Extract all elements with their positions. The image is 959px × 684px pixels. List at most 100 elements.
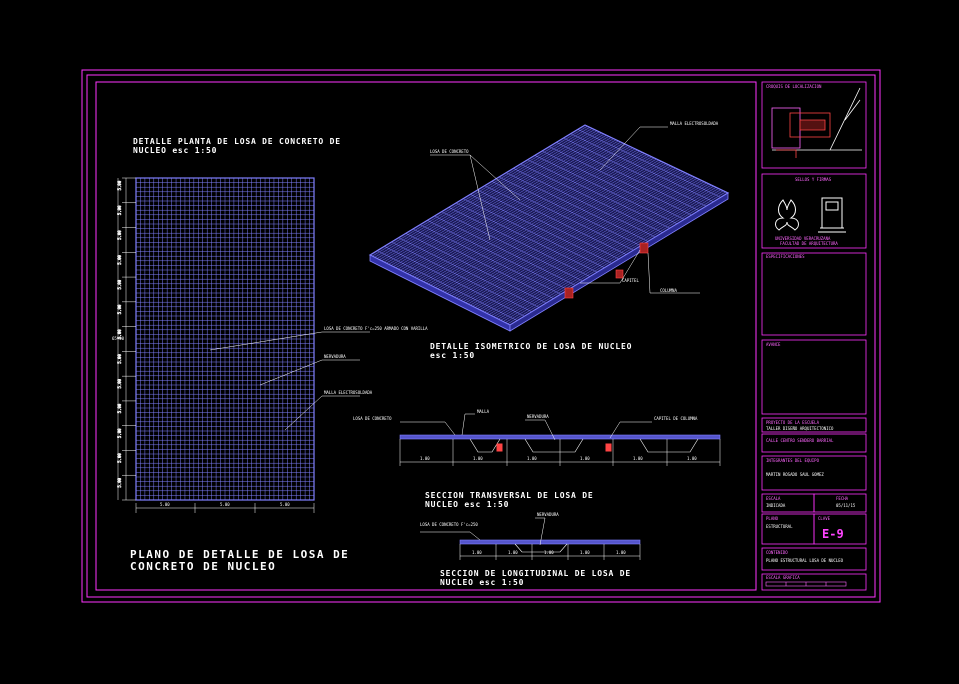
iso-title-line1: DETALLE ISOMETRICO DE LOSA DE NUCLEO — [430, 342, 632, 351]
iso-rebar-line — [520, 163, 663, 233]
trans-callout-4: CAPITEL DE COLUMNA — [654, 416, 698, 421]
iso-rebar-line — [412, 228, 554, 299]
plan-callout-1: LOSA DE CONCRETO F'c=250 ARMADO CON VARI… — [324, 326, 428, 331]
trans-dim-1: 1.00 — [420, 456, 430, 461]
trans-dim-2: 1.00 — [473, 456, 483, 461]
trans-dimension — [399, 439, 721, 466]
date-label: FECHA — [836, 496, 849, 501]
trans-ribs — [469, 438, 699, 453]
content-value: PLANO ESTRUCTURAL LOSA DE NUCLEO — [766, 558, 844, 563]
trans-callout-leaders — [400, 413, 652, 441]
notes-header: ESPECIFICACIONES — [766, 254, 805, 259]
trans-slab — [399, 434, 721, 440]
graphic-scale-label: ESCALA GRAFICA — [766, 575, 800, 580]
university-line2: FACULTAD DE ARQUITECTURA — [780, 241, 838, 246]
plan-dim-left-label: 5.00 — [117, 453, 122, 463]
location-sketch — [771, 87, 862, 158]
iso-rebar-line — [398, 237, 540, 308]
plan-dim-left-label: 5.00 — [117, 180, 122, 190]
iso-rebar-line — [427, 220, 569, 291]
iso-rebar-line — [541, 150, 685, 220]
iso-rebar-line — [377, 250, 518, 321]
iso-callout-2: MALLA ELECTROSOLDADA — [670, 121, 719, 126]
plan-dim-left-label: 5.00 — [117, 230, 122, 240]
long-dim-5: 1.00 — [616, 550, 626, 555]
long-dim-1: 1.00 — [472, 550, 482, 555]
iso-rebar-line — [491, 181, 634, 251]
iso-rebar-line — [484, 185, 627, 255]
iso-rebar-line — [441, 211, 583, 282]
iso-callout-4: COLUMNA — [660, 288, 677, 293]
iso-rebar-line — [455, 202, 598, 273]
faculty-logo — [818, 197, 846, 233]
university-line1: UNIVERSIDAD VERACRUZANA — [775, 236, 831, 241]
plan-dim-left-label: 5.00 — [117, 354, 122, 364]
sheet-label: CLAVE — [818, 516, 831, 521]
long-slab — [459, 539, 641, 545]
plan-dimension-left: 5.00 5.00 5.00 5.00 5.00 5.00 5.00 5.00 5.00 5.00… — [117, 177, 136, 501]
plan-dim-left-label: 5.00 — [117, 403, 122, 413]
long-callout-1: LOSA DE CONCRETO F'c=250 — [420, 522, 478, 527]
iso-rebar-line — [463, 198, 605, 269]
plan-dim-bottom-2: 5.00 — [220, 502, 230, 507]
iso-rebar-line — [405, 233, 547, 304]
plan-dim-bottom-1: 5.00 — [160, 502, 170, 507]
iso-callout-3: CAPITEL — [622, 278, 639, 283]
iso-rebar-line — [434, 215, 576, 286]
sheet-border — [81, 69, 881, 603]
long-callout-2: NERVADURA — [537, 512, 559, 517]
plan-rebar-grid — [136, 178, 314, 500]
iso-callout-1: LOSA DE CONCRETO — [430, 149, 469, 154]
plan-dim-left-label: 5.00 — [117, 329, 122, 339]
fleur-de-lis-logo — [775, 199, 799, 231]
plan-total-dim: 65.00 — [112, 336, 125, 341]
title-block-frames — [761, 81, 867, 591]
plan-title-line2: NUCLEO esc 1:50 — [133, 146, 217, 155]
sheet-number: E-9 — [822, 527, 844, 541]
iso-rebar-line — [448, 207, 591, 277]
trans-callout-1: LOSA DE CONCRETO — [353, 416, 392, 421]
revisions-header: AVANCE — [766, 342, 781, 347]
plan-dim-left-label: 5.00 — [117, 279, 122, 289]
iso-rebar-line — [577, 129, 721, 198]
iso-rebar-line — [570, 133, 714, 203]
drawing-type-value: ESTRUCTURAL — [766, 524, 793, 529]
iso-rebar-line — [470, 194, 612, 264]
trans-dim-6: 1.00 — [687, 456, 697, 461]
trans-dim-5: 1.00 — [633, 456, 643, 461]
plan-dim-left-label: 5.00 — [117, 477, 122, 487]
graphic-scale-bar — [765, 581, 847, 587]
transverse-section: 1.00 1.00 1.00 1.00 1.00 1.00 LOSA DE CO… — [353, 409, 721, 509]
site-label: CALLE CENTRO SENDERO BARRIAL — [766, 438, 834, 443]
iso-callout-leaders — [430, 126, 700, 294]
project-label: PROYECTO DE LA ESCUELA — [766, 420, 820, 425]
date-value: 05/11/15 — [836, 503, 856, 508]
long-title-line1: SECCION DE LONGITUDINAL DE LOSA DE — [440, 569, 631, 578]
plan-dim-left-label: 5.00 — [117, 205, 122, 215]
iso-title-line2: esc 1:50 — [430, 351, 475, 360]
long-ribs — [514, 543, 568, 553]
plan-view: DETALLE PLANTA DE LOSA DE CONCRETO DE NU… — [112, 137, 428, 513]
iso-rebar-line — [498, 176, 641, 247]
trans-title-line1: SECCION TRANSVERSAL DE LOSA DE — [425, 491, 594, 500]
iso-rebar-line — [549, 146, 692, 216]
iso-rebar-line — [527, 159, 670, 229]
main-title-line1: PLANO DE DETALLE DE LOSA DE — [130, 548, 349, 561]
plan-dim-left-label: 5.00 — [117, 428, 122, 438]
iso-rebar-grid — [372, 125, 726, 325]
trans-dim-3: 1.00 — [527, 456, 537, 461]
long-dim-2: 1.00 — [508, 550, 518, 555]
iso-rebar-line — [420, 224, 561, 295]
author-value: MARTIN ROSADO SAUL GOMEZ — [766, 472, 824, 477]
seal-header: SELLOS Y FIRMAS — [795, 177, 832, 182]
iso-rebar-line — [391, 241, 532, 313]
trans-callout-2: MALLA — [477, 409, 490, 414]
scale-label: ESCALA — [766, 496, 781, 501]
title-block: CROQUIS DE LOCALIZACION SELLOS Y FIRMAS … — [761, 81, 867, 591]
plan-dimension-bottom — [135, 503, 315, 513]
trans-title-line2: NUCLEO esc 1:50 — [425, 500, 509, 509]
iso-rebar-line — [506, 172, 649, 242]
trans-callout-3: NERVADURA — [527, 414, 549, 419]
long-callout-leaders — [420, 517, 546, 546]
